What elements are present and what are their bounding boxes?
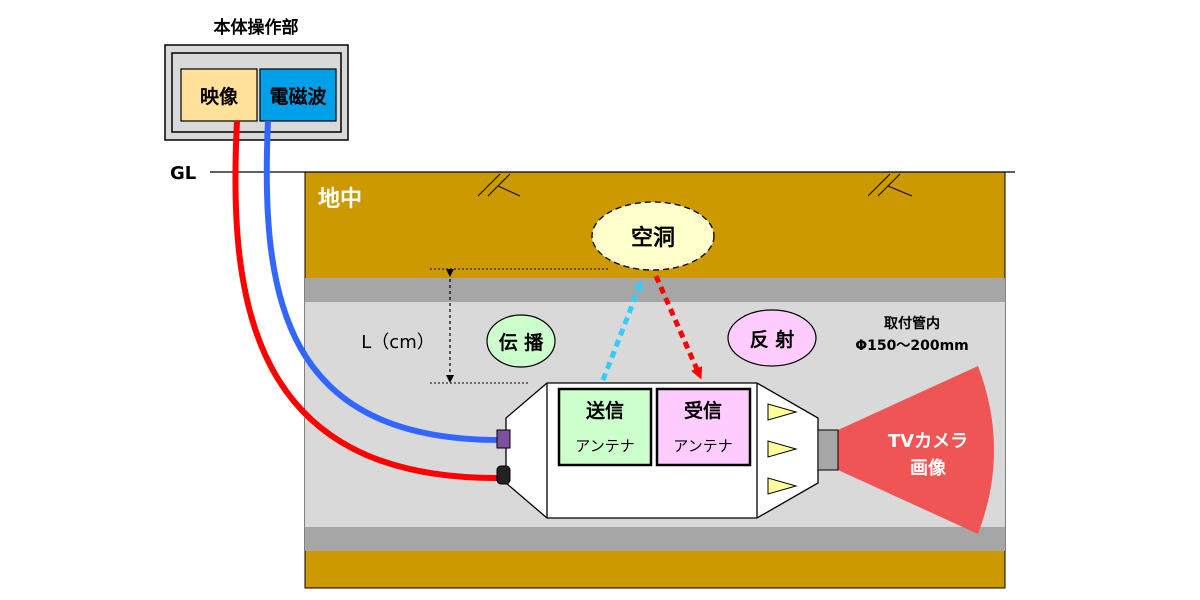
light-indicator-icon xyxy=(767,477,798,495)
reflection-label: 反 射 xyxy=(750,328,795,351)
light-indicator-icon xyxy=(767,440,798,458)
transmit-antenna-sub: アンテナ xyxy=(575,437,634,455)
cavity-label: 空洞 xyxy=(631,225,675,251)
red-cable xyxy=(232,120,501,482)
transmit-antenna-title: 送信 xyxy=(586,399,624,422)
control-panel: 本体操作部 映像 電磁波 xyxy=(164,17,349,141)
blue-cable xyxy=(263,120,501,443)
underground-label: 地中 xyxy=(318,187,362,212)
video-button[interactable] xyxy=(180,68,258,122)
camera-label-line1: TVカメラ xyxy=(888,431,968,452)
propagation-label: 伝 播 xyxy=(499,332,545,354)
em-wave-button-label: 電磁波 xyxy=(269,85,327,108)
camera-lens-block xyxy=(817,429,839,471)
pipe-bottom-band xyxy=(305,527,1005,551)
survey-device: 送信 アンテナ 受信 アンテナ xyxy=(496,382,839,519)
cavity-bubble xyxy=(591,201,715,271)
receive-antenna-box xyxy=(655,387,752,467)
gl-label: GL xyxy=(170,163,196,184)
camera-view-cone xyxy=(838,366,994,534)
receive-antenna-title: 受信 xyxy=(684,399,722,422)
camera-label-line2: 画像 xyxy=(910,458,947,479)
pipe-diameter-label: Φ150〜200mm xyxy=(855,338,969,354)
red-cable-connector xyxy=(496,465,511,485)
distance-label: L（cm） xyxy=(361,332,434,353)
propagation-arrow xyxy=(600,280,643,381)
control-panel-title: 本体操作部 xyxy=(214,17,299,38)
receive-antenna-sub: アンテナ xyxy=(673,437,732,455)
blue-cable-connector xyxy=(496,429,511,449)
pipe-location-label: 取付管内 xyxy=(884,315,940,332)
reflection-arrow xyxy=(653,274,703,380)
ground-hatch-marks xyxy=(477,173,913,197)
reflection-bubble xyxy=(727,309,817,367)
propagation-bubble xyxy=(486,314,556,368)
video-button-label: 映像 xyxy=(200,85,239,108)
transmit-antenna-box xyxy=(557,387,653,467)
em-wave-button[interactable] xyxy=(259,68,337,122)
light-indicator-icon xyxy=(767,403,798,421)
pipe-top-band xyxy=(305,278,1005,302)
